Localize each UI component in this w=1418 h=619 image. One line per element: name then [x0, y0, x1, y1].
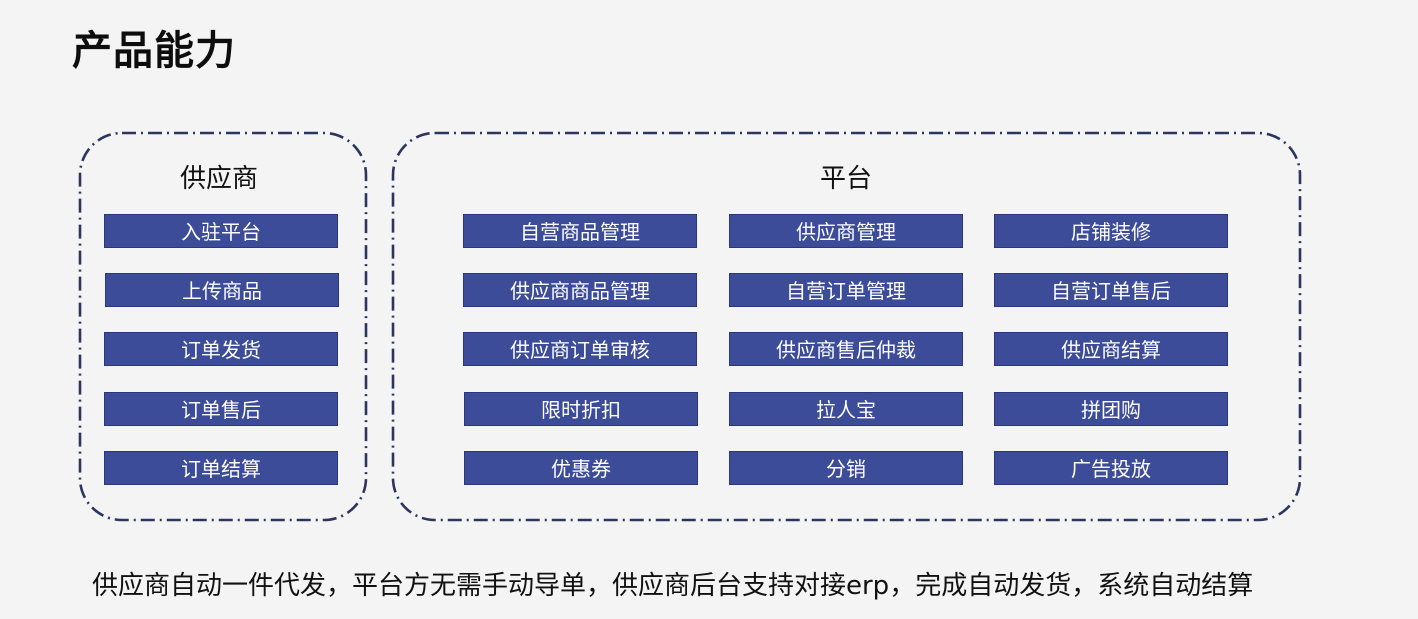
supplier-item-order-shipping: 订单发货	[104, 332, 338, 366]
platform-item-group-buy: 拼团购	[994, 392, 1228, 426]
platform-item-supplier-after-sales-arbitration: 供应商售后仲裁	[729, 332, 963, 366]
platform-item-coupons: 优惠券	[464, 451, 698, 485]
page-title: 产品能力	[72, 28, 236, 74]
platform-item-supplier-order-review: 供应商订单审核	[463, 332, 697, 366]
platform-item-self-product-mgmt: 自营商品管理	[463, 214, 697, 248]
supplier-group-title: 供应商	[180, 164, 259, 194]
platform-item-supplier-settlement: 供应商结算	[994, 332, 1228, 366]
supplier-item-upload-products: 上传商品	[105, 273, 339, 307]
platform-item-referral: 拉人宝	[729, 392, 963, 426]
platform-item-advertising: 广告投放	[994, 451, 1228, 485]
platform-item-distribution: 分销	[729, 451, 963, 485]
platform-item-self-order-mgmt: 自营订单管理	[729, 273, 963, 307]
platform-item-self-order-after-sales: 自营订单售后	[994, 273, 1228, 307]
footer-description: 供应商自动一件代发，平台方无需手动导单，供应商后台支持对接erp，完成自动发货，…	[92, 571, 1254, 601]
supplier-item-settlement: 订单结算	[104, 451, 338, 485]
supplier-item-after-sales: 订单售后	[104, 392, 338, 426]
platform-item-flash-discount: 限时折扣	[464, 392, 698, 426]
platform-group-title: 平台	[820, 164, 873, 194]
platform-item-store-decoration: 店铺装修	[994, 214, 1228, 248]
platform-item-supplier-product-mgmt: 供应商商品管理	[463, 273, 697, 307]
platform-item-supplier-mgmt: 供应商管理	[729, 214, 963, 248]
supplier-item-register: 入驻平台	[104, 214, 338, 248]
